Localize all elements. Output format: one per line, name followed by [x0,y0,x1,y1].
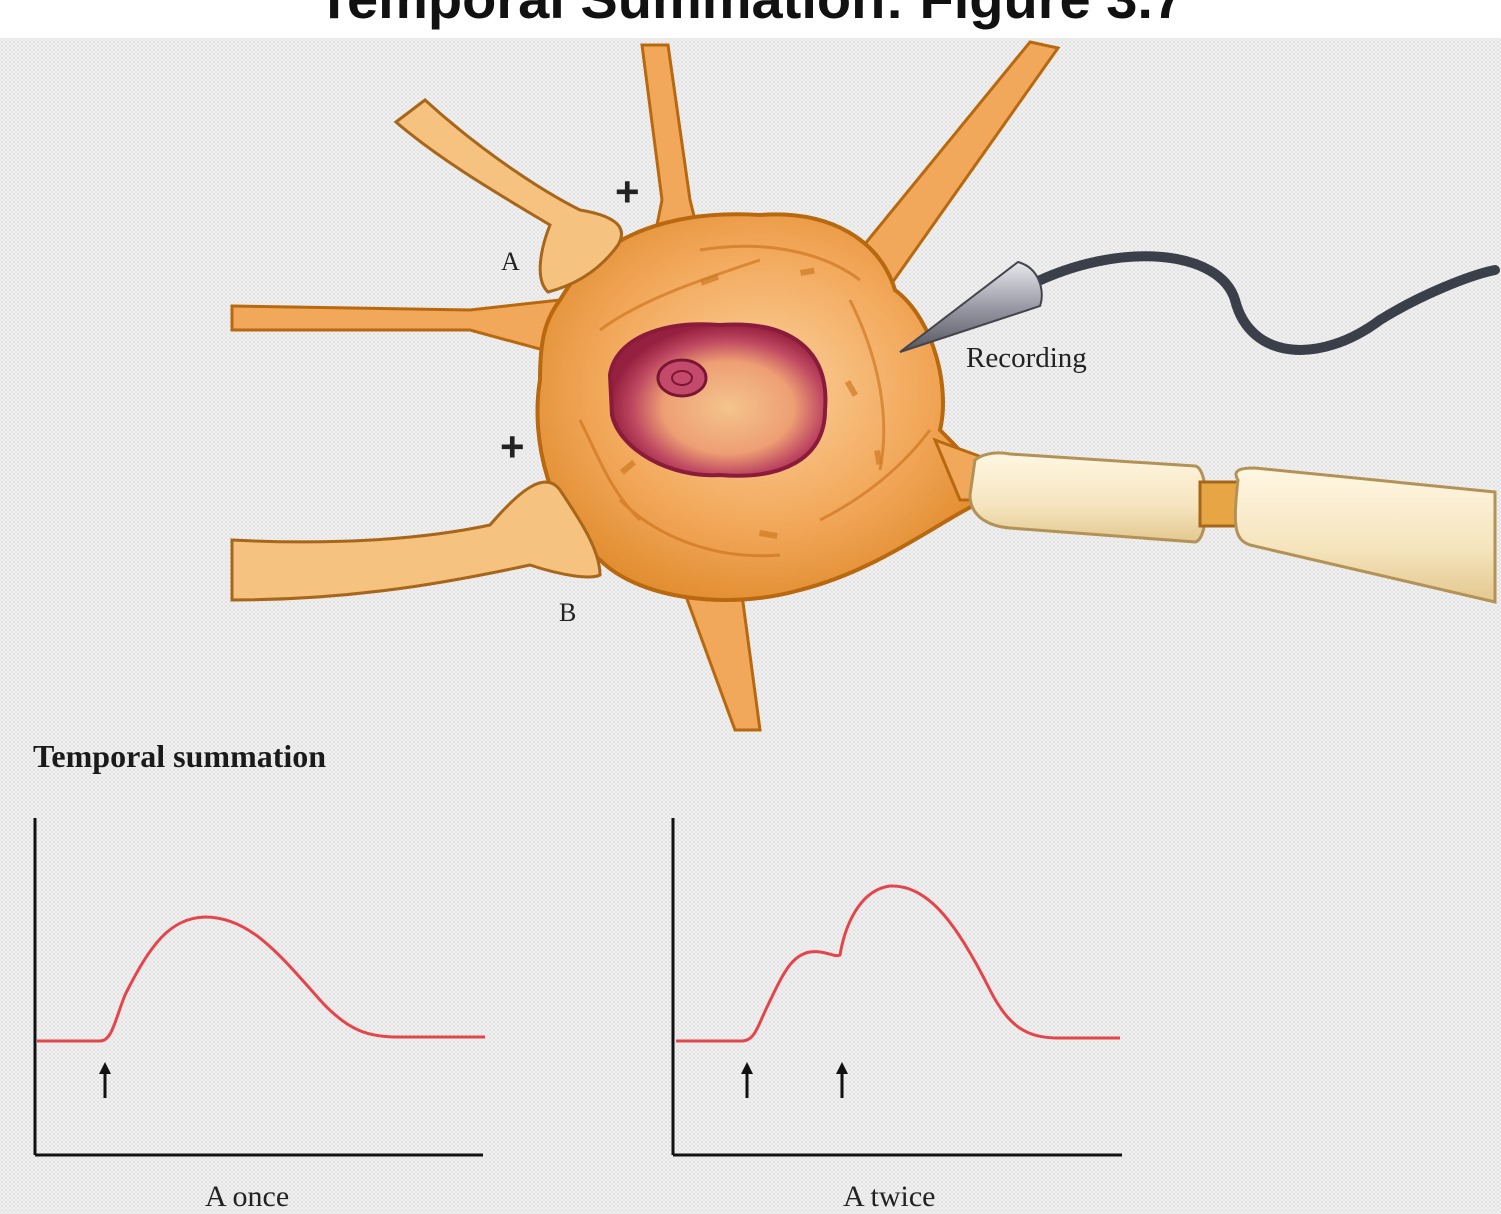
graph-a-twice [673,818,1122,1155]
graph-caption-a-once: A once [205,1180,289,1214]
stimulus-arrow-icon [741,1062,753,1098]
stimulus-arrow-icon [836,1062,848,1098]
potential-trace [676,886,1120,1041]
graph-a-once [35,818,485,1155]
potential-trace [37,917,485,1041]
stimulus-arrow-icon [99,1062,111,1098]
graph-caption-a-twice: A twice [843,1180,935,1214]
